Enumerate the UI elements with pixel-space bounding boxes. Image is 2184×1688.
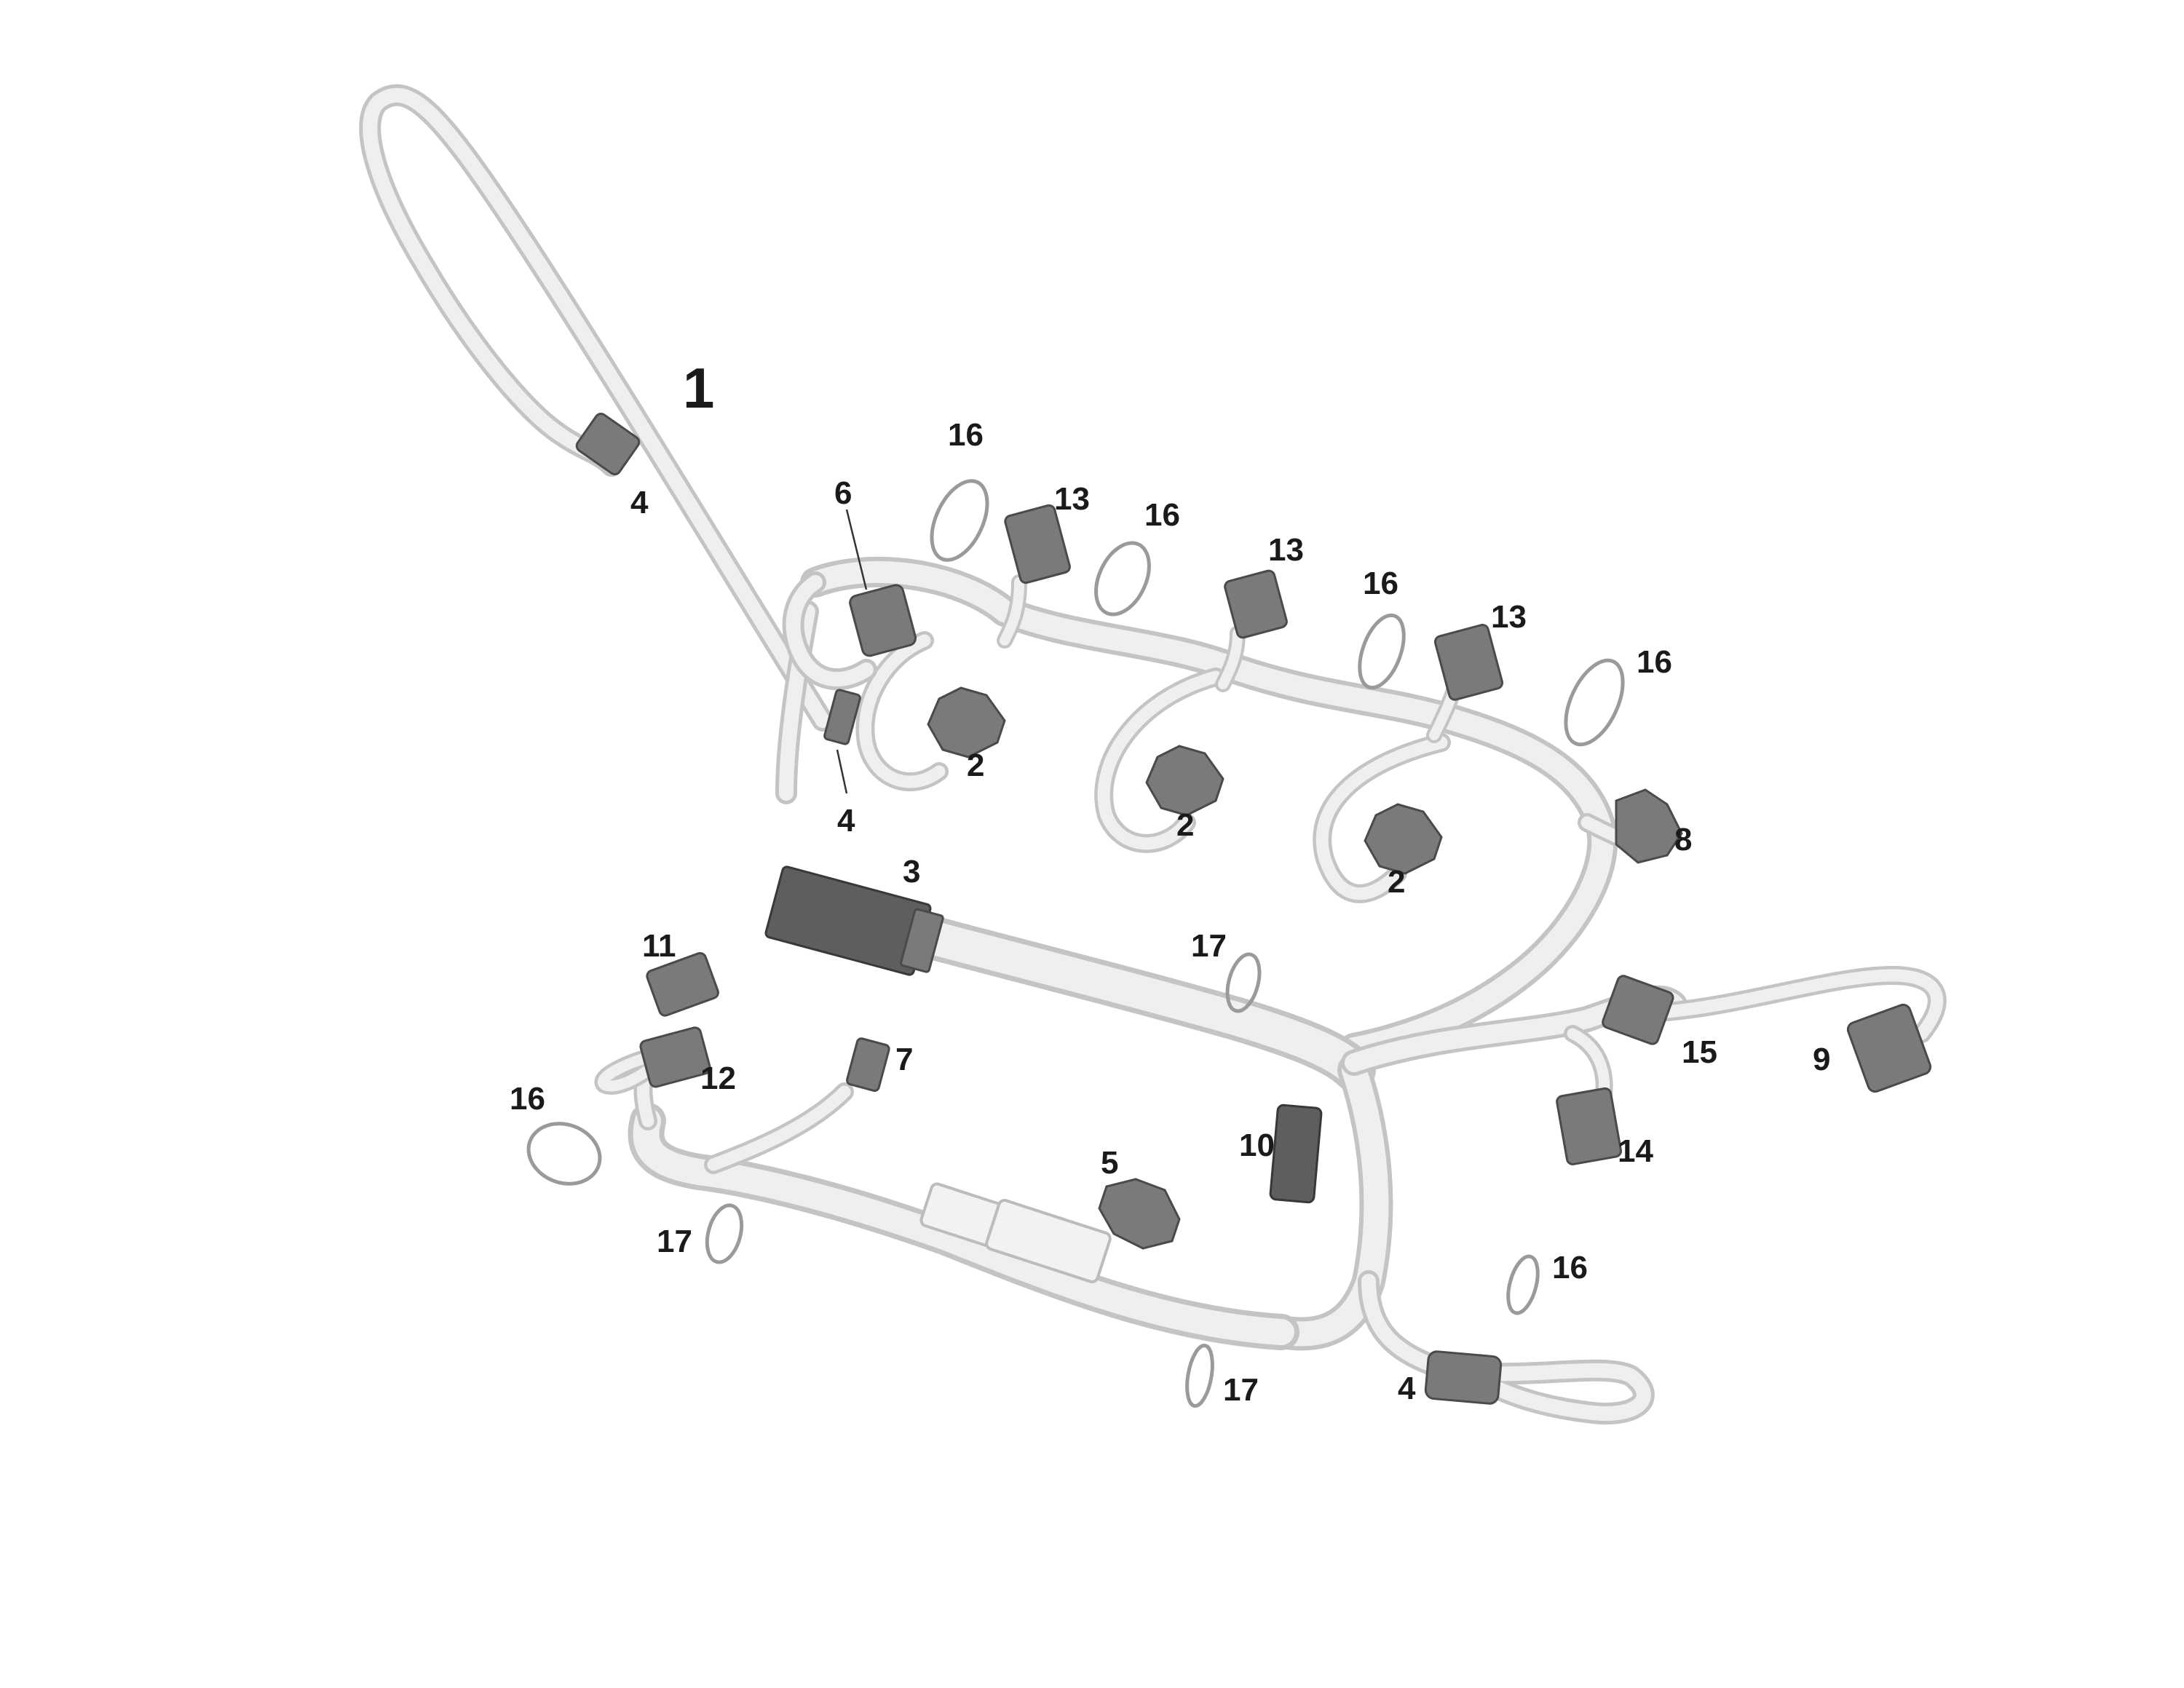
callout-16: 16 [510,1081,545,1117]
clip-16-d [1564,658,1625,747]
connector-5 [1098,1178,1181,1250]
clip-16-b [1094,541,1151,617]
callout-8: 8 [1674,822,1692,857]
clip-16-f [1506,1254,1540,1315]
callout-13: 13 [1491,599,1527,635]
callout-4: 4 [630,485,649,520]
clip-17-c [1185,1344,1214,1408]
connector-4-mid [823,689,861,745]
connector-13-a [1004,504,1071,585]
connector-13-c [1433,623,1504,701]
connector-15 [1602,975,1674,1045]
connector-7 [846,1037,890,1092]
harness-wires [359,84,1947,1425]
connector-2-c [1364,803,1443,875]
callout-14: 14 [1618,1133,1653,1169]
connector-10 [1269,1103,1323,1204]
assembly-label: 1 [683,356,714,420]
connector-8 [1615,788,1683,864]
callout-17: 17 [657,1224,692,1259]
callout-17: 17 [1191,928,1227,964]
callout-4: 4 [837,803,855,839]
connector-6 [849,584,917,657]
callout-15: 15 [1682,1034,1717,1070]
callout-9: 9 [1813,1042,1830,1077]
clip-17-a [1225,952,1262,1013]
callout-11: 11 [642,928,676,964]
callout-2: 2 [1176,807,1194,843]
callout-13: 13 [1268,532,1304,568]
clip-16-c [1358,613,1406,690]
callout-16: 16 [1637,644,1672,680]
clip-17-b [705,1203,744,1264]
callout-12: 12 [700,1061,736,1096]
callout-3: 3 [903,854,920,889]
clip-16-e [526,1122,602,1186]
connector-4-top [575,412,641,476]
callout-7: 7 [895,1042,913,1077]
callout-16: 16 [948,417,984,453]
connector-12 [639,1026,711,1088]
connectors [575,412,1932,1405]
connector-13-b [1224,569,1288,639]
connector-2-a [927,686,1006,758]
callout-16: 16 [1144,497,1180,533]
callout-16: 16 [1552,1250,1588,1285]
clip-16-a [930,479,989,562]
callout-2: 2 [967,748,984,783]
connector-4-bottom [1424,1350,1503,1405]
connector-14 [1556,1087,1622,1165]
callout-10: 10 [1239,1128,1275,1163]
leader-lines [836,509,868,794]
callout-4: 4 [1398,1371,1416,1406]
clips [526,479,1625,1408]
callout-labels: 1 4 16 6 13 16 13 16 13 16 2 4 2 2 8 3 1… [510,356,1830,1408]
connector-3-main [764,865,944,976]
connector-9 [1846,1003,1932,1093]
callout-5: 5 [1101,1145,1118,1181]
callout-6: 6 [834,475,852,511]
connector-2-b [1145,745,1224,817]
callout-17: 17 [1223,1372,1259,1408]
callout-13: 13 [1054,481,1090,517]
connector-11 [646,951,719,1017]
callout-16: 16 [1363,566,1398,601]
callout-2: 2 [1388,864,1405,900]
